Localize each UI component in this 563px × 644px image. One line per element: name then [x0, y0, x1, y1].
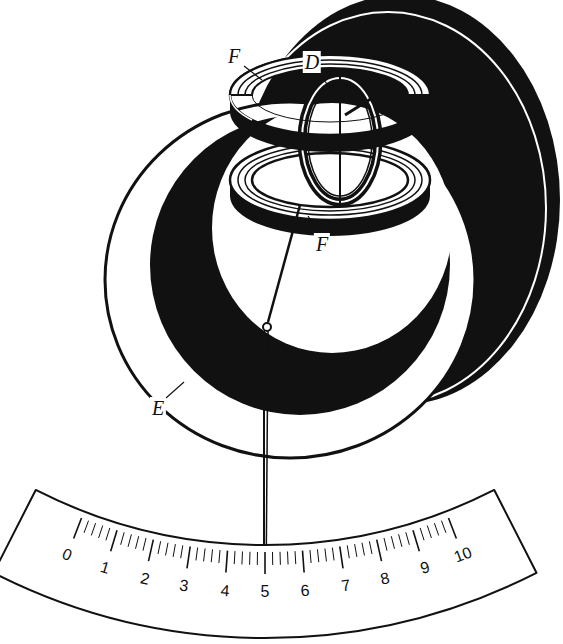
scale-number: 5	[261, 584, 270, 600]
scale-tick	[325, 548, 327, 561]
scale-tick	[347, 545, 349, 558]
scale-tick	[384, 538, 387, 551]
scale-tick	[136, 536, 139, 549]
leader-line	[244, 66, 262, 80]
front-face	[105, 102, 475, 458]
scale-tick	[173, 544, 175, 557]
scale-number: 6	[300, 582, 310, 599]
scale-tick	[211, 549, 212, 562]
scale-tick	[362, 543, 364, 556]
scale-tick	[226, 551, 228, 573]
scale-tick	[448, 518, 456, 539]
scale-tick	[106, 528, 110, 540]
scale-tick	[377, 540, 382, 561]
scale-tick	[121, 532, 125, 544]
scale-tick	[99, 526, 103, 538]
scale-tick	[257, 552, 258, 565]
scale-plate	[0, 490, 536, 638]
scale-number: 7	[340, 578, 351, 595]
fixed-coil	[230, 140, 430, 236]
scale-tick	[317, 549, 318, 562]
scale-tick	[434, 523, 438, 535]
scale-tick	[128, 534, 131, 547]
scale-tick	[196, 548, 198, 561]
scale-tick	[280, 552, 281, 565]
part-letter: F	[226, 45, 242, 67]
scale-tick	[420, 528, 424, 540]
scale-tick	[355, 544, 357, 557]
leader-line	[308, 216, 318, 232]
scale-tick	[287, 552, 289, 565]
scale	[0, 490, 536, 638]
scale-tick	[295, 551, 297, 564]
scale-tick	[74, 518, 82, 539]
part-letter: F	[314, 233, 330, 255]
scale-tick	[111, 530, 117, 551]
scale-tick	[406, 532, 410, 544]
scale-tick	[264, 552, 266, 574]
scale-tick	[181, 545, 183, 558]
leader-line	[318, 72, 330, 88]
scale-tick	[149, 540, 154, 561]
scale-tick	[427, 526, 431, 538]
scale-tick	[272, 552, 273, 565]
scale-tick	[219, 550, 220, 563]
scale-tick	[399, 534, 402, 547]
scale-tick	[204, 548, 206, 561]
part-letter: E	[150, 397, 166, 419]
leader-line	[166, 382, 184, 398]
scale-number: 4	[220, 582, 230, 599]
scale-tick	[158, 541, 161, 554]
scale-tick	[391, 536, 394, 549]
scale-tick	[369, 541, 372, 554]
fixed-coil	[230, 55, 430, 152]
scale-tick	[413, 530, 419, 551]
scale-tick	[187, 547, 190, 569]
scale-tick	[332, 548, 334, 561]
scale-tick	[441, 521, 445, 533]
scale-tick	[340, 547, 343, 569]
scale-tick	[310, 550, 311, 563]
scale-tick	[143, 538, 146, 551]
scale-tick	[241, 552, 243, 565]
scale-tick	[166, 543, 168, 556]
scale-tick	[91, 523, 95, 535]
part-letter: D	[303, 51, 321, 73]
scale-tick	[249, 552, 250, 565]
scale-tick	[302, 551, 304, 573]
scale-tick	[84, 521, 88, 533]
scale-tick	[234, 551, 236, 564]
